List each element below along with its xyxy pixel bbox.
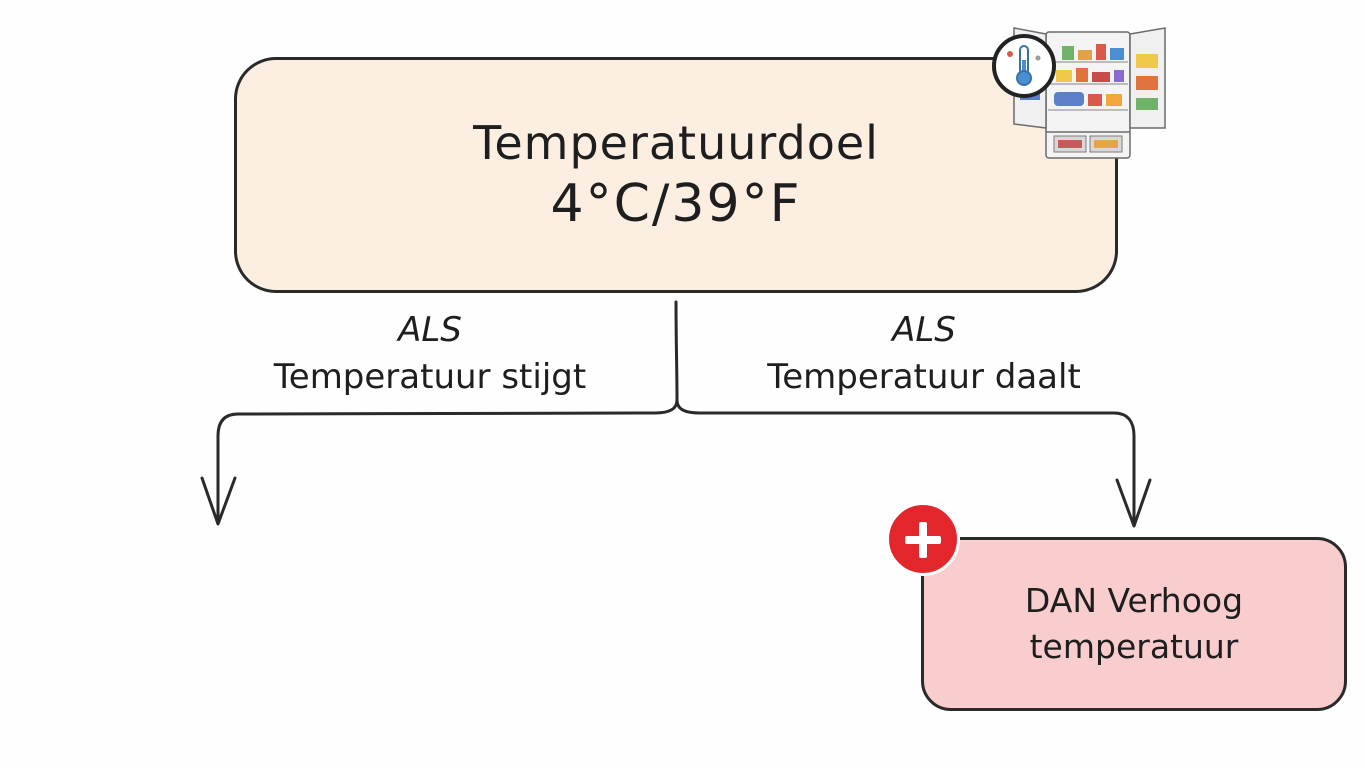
branch-condition-rising: ALS Temperatuur stijgt [230, 308, 630, 402]
node-value: 4°C/39°F [550, 174, 802, 234]
right-arrowhead [1115, 478, 1152, 528]
branch-keyword: ALS [398, 310, 462, 350]
result-line-1: DAN Verhoog [1024, 581, 1244, 620]
result-line-2: temperatuur [1029, 627, 1239, 666]
increase-temperature-node: DAN Verhoog temperatuur [921, 537, 1347, 711]
plus-icon [886, 502, 960, 576]
trunk-line [674, 300, 679, 402]
fridge-thermometer-icon [992, 27, 1166, 159]
branch-condition-falling: ALS Temperatuur daalt [724, 308, 1124, 402]
temperature-target-node: Temperatuurdoel 4°C/39°F [234, 57, 1118, 293]
right-branch-line [675, 398, 1136, 526]
branch-condition-text: Temperatuur daalt [767, 357, 1081, 397]
left-branch-line [216, 398, 679, 524]
left-arrowhead [200, 476, 237, 526]
branch-condition-text: Temperatuur stijgt [273, 357, 587, 397]
branch-keyword: ALS [892, 310, 956, 350]
node-title: Temperatuurdoel [473, 116, 879, 170]
